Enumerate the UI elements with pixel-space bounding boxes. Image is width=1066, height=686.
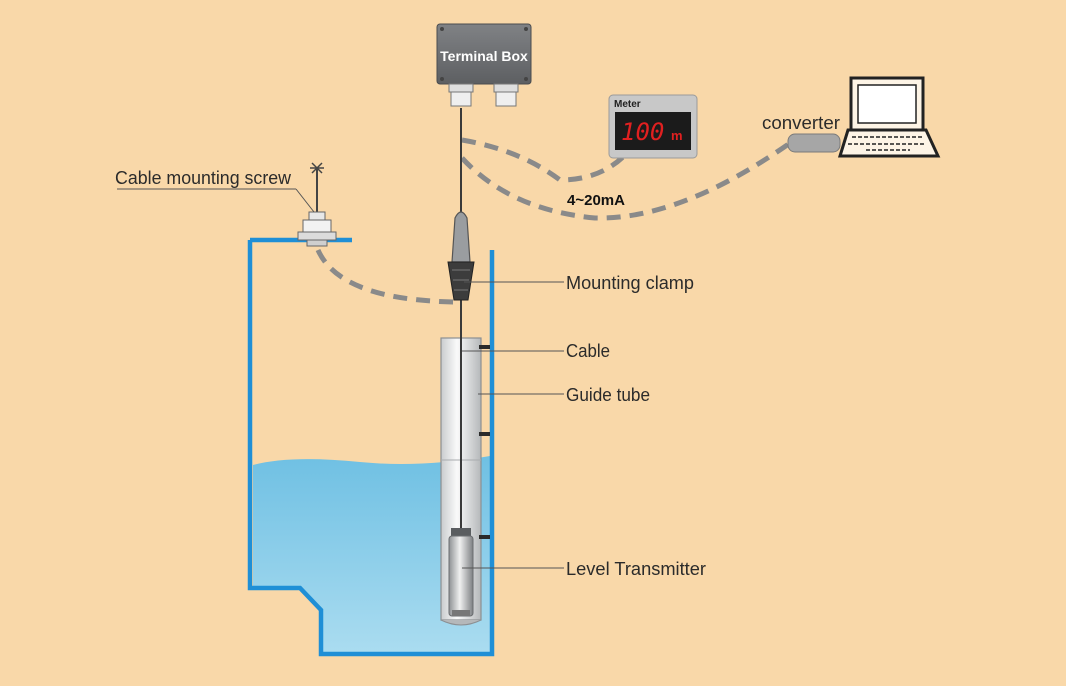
water-body xyxy=(253,456,490,652)
cable-mounting-screw-icon xyxy=(297,162,337,247)
terminal-box: Terminal Box xyxy=(436,23,532,107)
meter-unit: m xyxy=(671,128,683,143)
dashed-link-box-to-meter xyxy=(461,137,627,183)
dashed-link-screw-to-clamp xyxy=(315,248,456,305)
dashed-link-box-to-converter xyxy=(460,140,792,221)
label-converter: converter xyxy=(762,113,840,133)
guide-tube-brackets xyxy=(479,345,490,539)
meter: Meter 100 m xyxy=(608,94,698,159)
label-cable: Cable xyxy=(566,341,610,361)
level-transmitter-probe xyxy=(448,528,474,617)
label-mounting-clamp: Mounting clamp xyxy=(566,273,694,293)
cable-gland-right xyxy=(493,83,519,107)
cable-gland-left xyxy=(448,83,474,107)
computer-icon xyxy=(837,76,941,158)
mounting-clamp-icon xyxy=(447,211,475,301)
meter-display xyxy=(615,112,691,150)
label-guide-tube: Guide tube xyxy=(566,385,650,405)
tank-wall xyxy=(247,240,495,657)
leader-lines xyxy=(117,188,564,569)
meter-title: Meter xyxy=(614,99,641,110)
meter-reading: 100 xyxy=(621,118,664,146)
converter-icon xyxy=(787,133,841,153)
label-cable-mounting-screw: Cable mounting screw xyxy=(115,168,292,188)
label-signal: 4~20mA xyxy=(567,192,625,209)
terminal-box-label: Terminal Box xyxy=(440,48,528,64)
label-level-transmitter: Level Transmitter xyxy=(566,559,706,579)
